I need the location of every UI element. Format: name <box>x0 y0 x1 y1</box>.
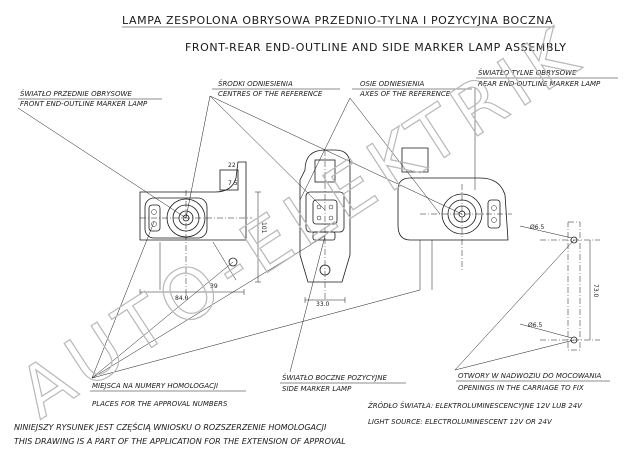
rear-lamp-view <box>397 147 512 290</box>
dim-right-dia-top: Ø6.5 <box>530 224 544 231</box>
title-english: FRONT-REAR END-OUTLINE AND SIDE MARKER L… <box>185 41 567 54</box>
footer-note-pl: NINIEJSZY RYSUNEK JEST CZĘŚCIĄ WNIOSKU O… <box>14 421 327 432</box>
dim-right-dia-bottom: Ø6.5 <box>528 322 542 329</box>
dim-mid-small-1: 22 <box>228 162 236 169</box>
dim-mid-small-2: 7.5 <box>228 180 238 187</box>
label-source-pl: ŹRÓDŁO ŚWIATŁA: ELEKTROLUMINESCENCYJNE 1… <box>367 401 583 410</box>
label-places-pl: MIEJSCA NA NUMERY HOMOLOGACJI <box>92 382 218 390</box>
front-lamp-view: 84.0 39 101 <box>139 161 267 302</box>
dim-middle-width: 33.0 <box>316 301 330 308</box>
dim-left-width2: 39 <box>210 283 218 290</box>
label-places-en: PLACES FOR THE APPROVAL NUMBERS <box>92 400 228 408</box>
label-side-en: SIDE MARKER LAMP <box>282 385 352 393</box>
label-centres-en: CENTRES OF THE REFERENCE <box>218 90 323 98</box>
label-side-pl: ŚWIATŁO BOCZNE POZYCYJNE <box>282 373 387 382</box>
leader-lines <box>17 88 575 379</box>
label-axes-pl: OSIE ODNIESIENIA <box>360 80 425 88</box>
dim-left-height: 101 <box>260 222 267 234</box>
title-polish: LAMPA ZESPOLONA OBRYSOWA PRZEDNIO-TYLNA … <box>122 14 553 27</box>
label-axes-en: AXES OF THE REFERENCE <box>359 90 451 98</box>
side-lamp-view: 33.0 22 7.5 <box>228 149 351 308</box>
dim-left-width: 84.0 <box>175 295 189 302</box>
mounting-holes-view: Ø6.5 Ø6.5 73.0 <box>519 221 600 351</box>
label-holes-en: OPENINGS IN THE CARRIAGE TO FIX <box>458 384 584 392</box>
label-front-en: FRONT END-OUTLINE MARKER LAMP <box>20 100 148 108</box>
label-source-en: LIGHT SOURCE: ELECTROLUMINESCENT 12V OR … <box>368 418 553 426</box>
label-centres-pl: ŚRODKI ODNIESIENIA <box>218 79 293 88</box>
dim-right-spacing: 73.0 <box>592 284 599 298</box>
label-rear-pl: ŚWIATŁO TYLNE OBRYSOWE <box>478 68 577 77</box>
label-holes-pl: OTWORY W NADWOZIU DO MOCOWANIA <box>458 372 602 380</box>
footer-note-en: THIS DRAWING IS A PART OF THE APPLICATIO… <box>14 437 346 446</box>
watermark: AUTO-ELEKTRIK <box>5 9 598 434</box>
label-rear-en: REAR END-OUTLINE MARKER LAMP <box>478 80 601 88</box>
label-front-pl: ŚWIATŁO PRZEDNIE OBRYSOWE <box>20 89 132 98</box>
